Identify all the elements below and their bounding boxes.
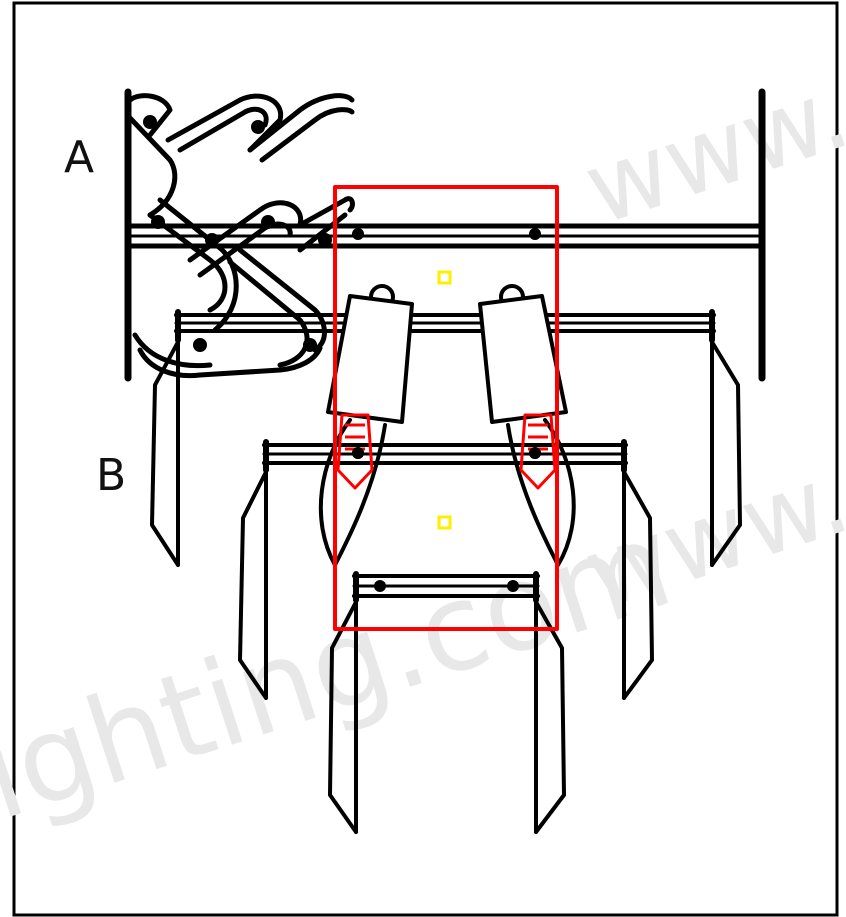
middle-crystal-drops [238, 470, 654, 700]
highlight-region [333, 185, 559, 631]
watermark-text-1: www. [571, 54, 846, 248]
label-b: B [96, 450, 126, 501]
page-border [12, 1, 839, 917]
watermark-text-3: www. [571, 439, 846, 633]
center-marker-a [437, 270, 452, 285]
dimension-box [333, 185, 559, 631]
center-marker-b [437, 515, 452, 530]
decorative-scroll [127, 93, 355, 379]
upper-crystal-drops [150, 340, 742, 567]
lower-crystal-drops [328, 600, 566, 834]
label-a: A [64, 132, 94, 183]
section-a-frame [124, 88, 766, 382]
